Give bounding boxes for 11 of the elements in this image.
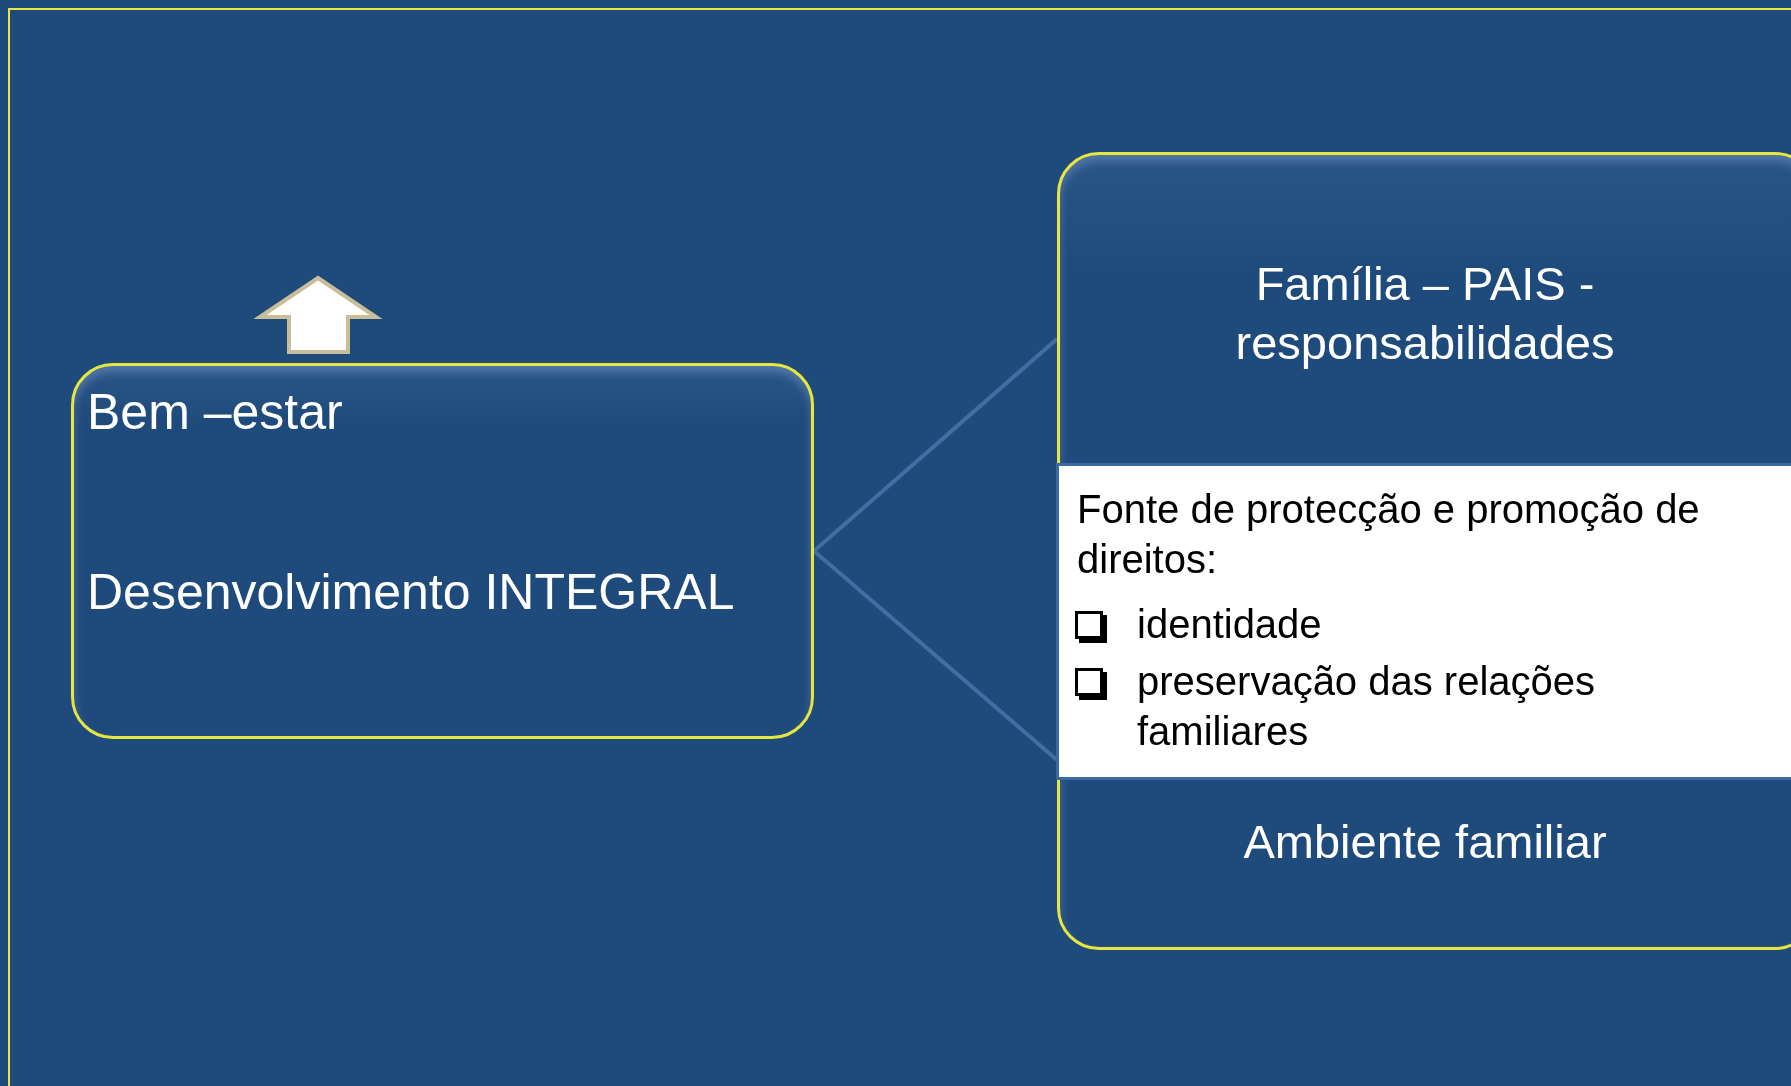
heading-text: Bem –estar: [87, 383, 344, 442]
list-item: preservação das relações familiares: [1137, 658, 1597, 755]
rounded-box: [1057, 152, 1791, 950]
body-text: Desenvolvimento INTEGRAL: [87, 563, 736, 622]
text-panel: [1056, 463, 1791, 780]
heading-text: Fonte de protecção e promoção de direitos:: [1077, 486, 1701, 583]
rounded-box: [71, 363, 814, 739]
list-item: identidade: [1137, 601, 1323, 648]
body-text: Ambiente familiar: [1242, 814, 1608, 870]
heading-text: Família – PAIS - responsabilidades: [1234, 256, 1616, 371]
connector-line: [812, 337, 1059, 553]
